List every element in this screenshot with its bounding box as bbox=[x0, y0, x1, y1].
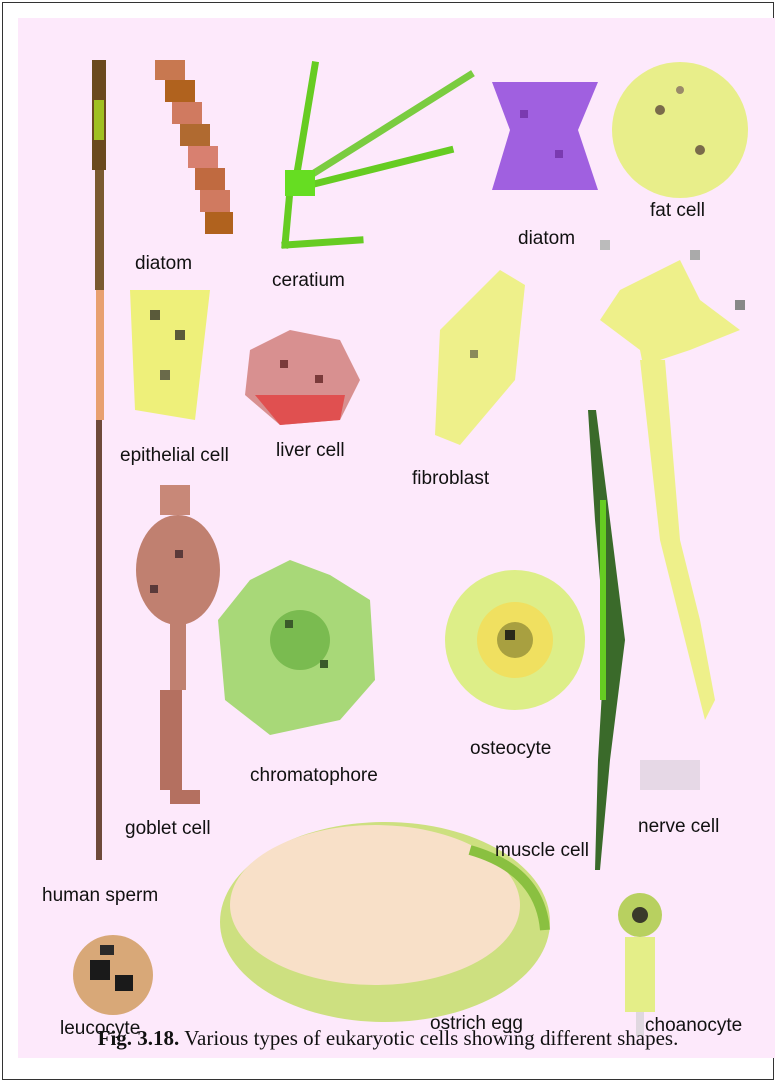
label-chromatophore: chromatophore bbox=[250, 765, 378, 787]
fibroblast-illustration bbox=[435, 270, 525, 445]
label-diatom-left: diatom bbox=[135, 253, 192, 275]
label-liver-cell: liver cell bbox=[276, 440, 345, 462]
label-ceratium: ceratium bbox=[272, 270, 345, 292]
osteocyte-illustration bbox=[445, 570, 585, 710]
diatom-square-illustration bbox=[492, 82, 598, 190]
figure-caption: Fig. 3.18. Various types of eukaryotic c… bbox=[0, 1026, 776, 1051]
ceratium-illustration bbox=[285, 65, 470, 245]
label-goblet-cell: goblet cell bbox=[125, 818, 211, 840]
label-muscle-cell: muscle cell bbox=[495, 840, 589, 862]
label-osteocyte: osteocyte bbox=[470, 738, 551, 760]
goblet-cell-illustration bbox=[136, 485, 220, 804]
label-nerve-cell: nerve cell bbox=[638, 816, 719, 838]
epithelial-cell-illustration bbox=[130, 290, 210, 420]
leucocyte-illustration bbox=[73, 935, 153, 1015]
muscle-cell-illustration bbox=[588, 410, 625, 870]
label-epithelial-cell: epithelial cell bbox=[120, 445, 229, 467]
caption-label: Fig. 3.18. bbox=[98, 1026, 180, 1050]
label-fibroblast: fibroblast bbox=[412, 468, 489, 490]
caption-text: Various types of eukaryotic cells showin… bbox=[184, 1026, 678, 1050]
human-sperm-illustration bbox=[92, 60, 106, 860]
nerve-cell-illustration bbox=[600, 240, 745, 790]
chromatophore-illustration bbox=[218, 560, 375, 735]
label-diatom-right: diatom bbox=[518, 228, 575, 250]
label-human-sperm: human sperm bbox=[42, 885, 158, 907]
diatom-chain-illustration bbox=[155, 60, 233, 234]
fat-cell-illustration bbox=[612, 62, 748, 198]
label-fat-cell: fat cell bbox=[650, 200, 705, 222]
liver-cell-illustration bbox=[245, 330, 360, 425]
